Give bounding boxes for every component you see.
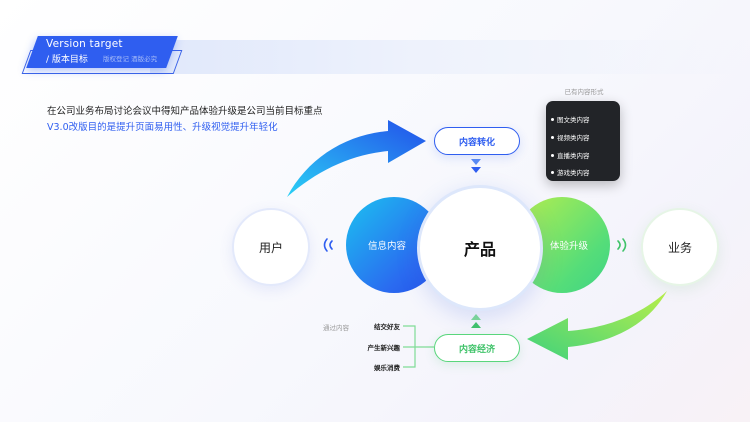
info-content-label: 信息内容 bbox=[368, 241, 407, 252]
version-tag-subtitle: / 版本目标 bbox=[46, 55, 88, 65]
bullet-dot bbox=[551, 154, 554, 157]
signal-left-icon bbox=[329, 240, 333, 250]
economy-item: 娱乐消费 bbox=[374, 364, 400, 372]
version-tag-caption: 版权登记 酒版必究 bbox=[103, 55, 158, 63]
experience-upgrade-label: 体验升级 bbox=[549, 241, 588, 252]
bullet-dot bbox=[551, 171, 554, 174]
signal-right-icon bbox=[617, 240, 621, 250]
forms-title: 已有内容形式 bbox=[564, 88, 604, 96]
product-circle: 产品 bbox=[417, 185, 543, 311]
intro-line-1: 在公司业务布局讨论会议中得知产品体验升级是公司当前目标重点 bbox=[47, 106, 323, 117]
chevron-up-icon bbox=[471, 314, 481, 320]
economy-item: 产生新兴趣 bbox=[367, 344, 401, 352]
forms-item: 游戏类内容 bbox=[557, 169, 590, 177]
chevron-down-icon bbox=[471, 167, 481, 173]
forms-box bbox=[546, 101, 620, 181]
signal-right-icon bbox=[622, 238, 627, 252]
forms-item: 直播类内容 bbox=[557, 152, 590, 160]
forms-item: 视频类内容 bbox=[557, 134, 590, 142]
header-banner-band bbox=[150, 40, 750, 74]
business-label: 业务 bbox=[667, 240, 692, 255]
economy-bracket-connector bbox=[403, 325, 434, 368]
product-label: 产品 bbox=[463, 240, 496, 259]
user-label: 用户 bbox=[258, 240, 283, 255]
arrow-user-to-conversion bbox=[287, 120, 426, 197]
content-economy-label: 内容经济 bbox=[458, 344, 495, 355]
bullet-dot bbox=[551, 118, 554, 121]
chevron-down-icon bbox=[471, 159, 481, 165]
arrow-business-to-economy bbox=[527, 291, 667, 360]
business-circle: 业务 bbox=[641, 208, 719, 286]
user-circle: 用户 bbox=[232, 208, 310, 286]
chevron-up-icon bbox=[471, 322, 481, 328]
signal-left-icon bbox=[323, 238, 328, 252]
content-conversion-pill: 内容转化 bbox=[434, 127, 520, 155]
content-conversion-label: 内容转化 bbox=[458, 137, 495, 148]
version-tag-title: Version target bbox=[46, 38, 123, 50]
intro-line-2: V3.0改版目的是提升页面易用性、升级视觉提升年轻化 bbox=[47, 122, 278, 133]
economy-title: 通过内容 bbox=[323, 324, 349, 332]
economy-item: 结交好友 bbox=[374, 323, 400, 331]
forms-item: 图文类内容 bbox=[557, 116, 590, 124]
bullet-dot bbox=[551, 136, 554, 139]
content-economy-pill: 内容经济 bbox=[434, 334, 520, 362]
